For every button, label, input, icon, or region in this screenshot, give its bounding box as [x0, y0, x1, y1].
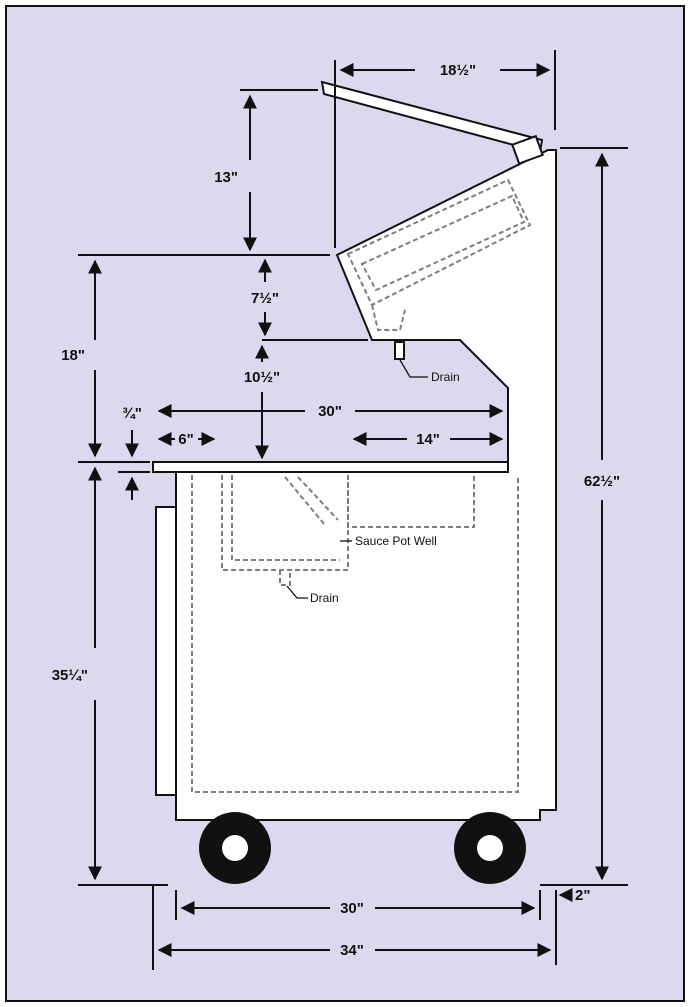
dim-right-well: 14": [416, 431, 440, 448]
counter-top: [152, 461, 509, 473]
dim-overall-depth: 34": [340, 942, 364, 959]
label-drain-top: Drain: [431, 370, 460, 384]
drain-fitting-top: [394, 341, 405, 360]
label-drain-bottom: Drain: [310, 591, 339, 605]
dim-wheel-span: 30": [340, 900, 364, 917]
drain-pipe-bottom: [279, 570, 291, 586]
dim-lid-height: 13": [214, 169, 238, 186]
dim-left-well: 6": [178, 431, 193, 448]
lower-cabinet: [175, 149, 557, 821]
dim-counter-depth: 30": [318, 403, 342, 420]
lid-hinge: [511, 134, 544, 165]
dim-lid-depth: 18½": [440, 62, 476, 79]
upper-pan-outline: [346, 178, 532, 331]
dim-upper-total: 18": [61, 347, 85, 364]
cart-body: [152, 80, 557, 821]
extension-lines: [78, 50, 628, 970]
dimension-lines: [88, 63, 609, 957]
dim-counter-thickness: ¾": [122, 405, 142, 422]
cabinet-inner-outline: [191, 475, 519, 793]
label-sauce-pot-well: Sauce Pot Well: [355, 534, 437, 548]
leader-lines: [286, 359, 428, 599]
front-wheel-hub: [222, 835, 248, 861]
side-handle: [155, 506, 177, 796]
left-well-outline: [221, 475, 349, 571]
callout-labels: Drain Sauce Pot Well Drain: [310, 370, 460, 605]
diagonal-pipe: [284, 476, 339, 526]
sauce-pot-well-outline: [347, 475, 475, 528]
hidden-lines: [191, 178, 532, 793]
dimension-labels: 18½" 13" 7½" 10½" 18" ¾" 30" 6" 14" 62½"…: [52, 62, 620, 959]
dim-rear-offset: 2": [575, 887, 590, 904]
wheels: [199, 812, 526, 884]
dim-upper-to-pan: 7½": [251, 290, 279, 307]
left-well-inner: [231, 475, 340, 561]
dim-total-height: 62½": [584, 473, 620, 490]
dim-base-height: 35¼": [52, 667, 88, 684]
dim-pan-to-counter: 10½": [244, 369, 280, 386]
rear-wheel-hub: [477, 835, 503, 861]
